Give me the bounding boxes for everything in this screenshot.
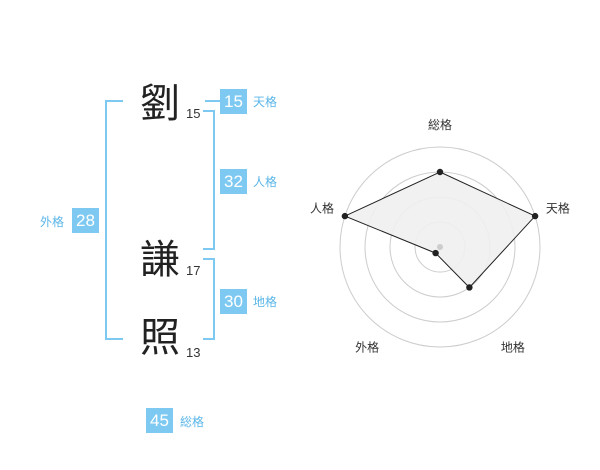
radar-point-3 [466,284,473,291]
gaikaku-value: 28 [72,208,99,233]
radar-axis-label-3: 地格 [501,339,525,354]
radar-point-5 [341,212,349,220]
radar-point-4 [432,249,439,257]
stroke-count-2: 17 [186,263,201,278]
stroke-count-3: 13 [186,345,201,360]
tenkaku-value: 15 [220,89,247,114]
jinkaku-bracket [203,110,215,250]
radar-axis-label-1: 総格 [428,117,452,132]
radar-axis-label-4: 外格 [355,339,379,354]
name-char-3: 照 [140,315,180,361]
tenkaku-connector [205,100,220,102]
jinkaku-value: 32 [220,169,247,194]
chikaku-bracket [203,258,215,340]
jinkaku-label: 人格 [253,175,278,189]
chikaku-value: 30 [220,289,247,314]
radar-ring-4 [339,146,541,348]
tenkaku-label: 天格 [253,95,278,109]
gaikaku-label: 外格 [40,215,65,229]
gaikaku-bracket [105,100,123,340]
radar-point-2 [531,212,539,220]
radar-axis-label-2: 天格 [546,201,570,216]
radar-point-1 [436,168,444,176]
radar-area [343,171,536,289]
radar-center-dot [437,244,443,250]
soukaku-label: 総格 [180,415,205,429]
name-char-2: 謙 [140,237,180,283]
soukaku-value: 45 [146,408,173,433]
radar-axis-label-5: 人格 [310,201,334,216]
chikaku-label: 地格 [253,295,278,309]
name-char-1: 劉 [140,81,180,127]
stroke-count-1: 15 [186,106,201,121]
